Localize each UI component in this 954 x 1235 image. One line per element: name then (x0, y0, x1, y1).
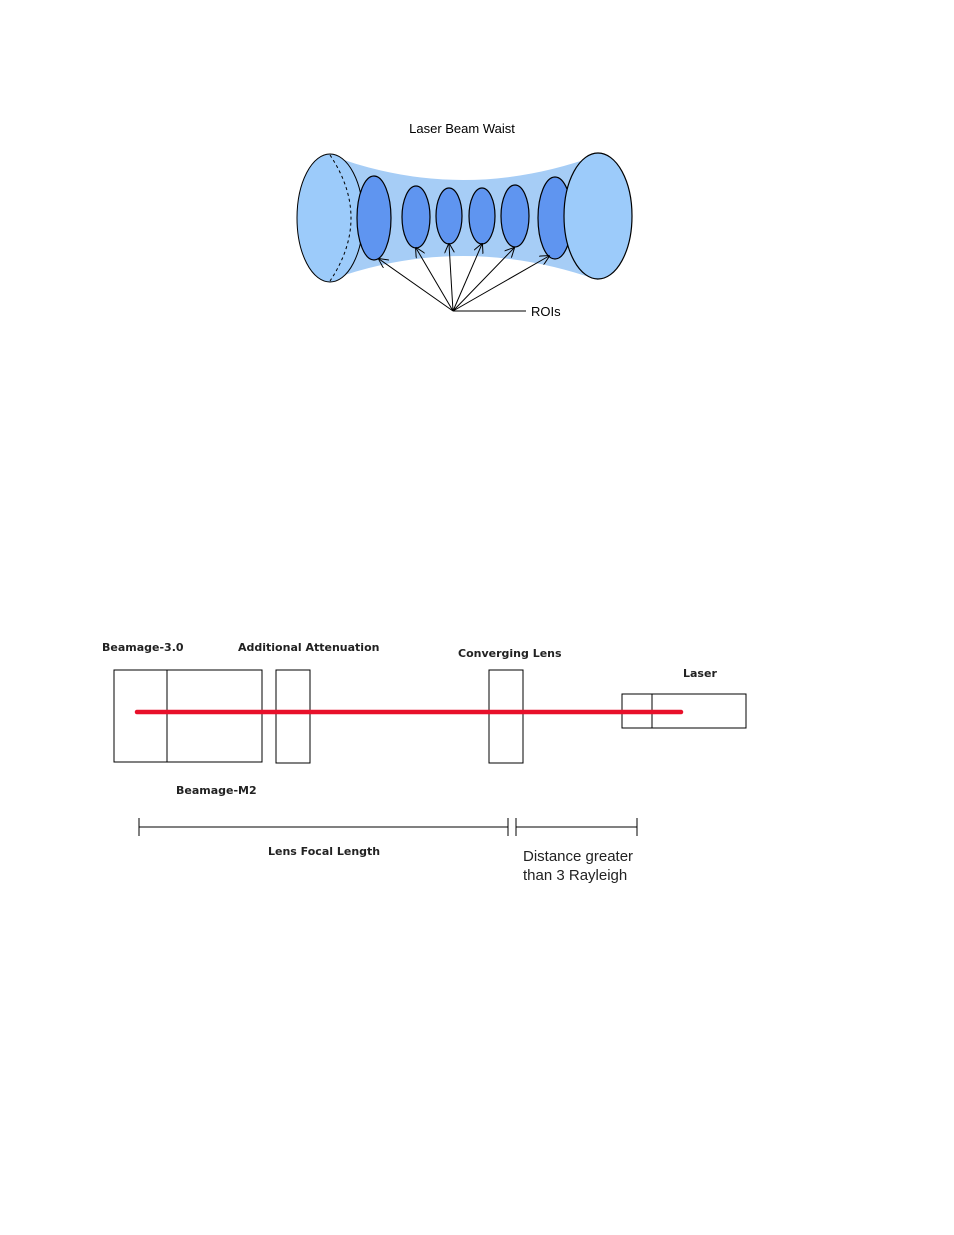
roi-arrow-6 (453, 256, 549, 311)
converging-lens-box (489, 670, 523, 763)
attenuation-box (276, 670, 310, 763)
rayleigh-distance-dimension (516, 818, 637, 836)
label-converging-lens: Converging Lens (458, 647, 562, 660)
label-lens-focal-length: Lens Focal Length (268, 845, 380, 858)
roi-arrow-2 (416, 248, 453, 311)
roi-ellipse-3 (436, 188, 462, 244)
waist-title: Laser Beam Waist (409, 121, 515, 136)
label-additional-attenuation: Additional Attenuation (238, 641, 379, 654)
label-beamage-30: Beamage-3.0 (102, 641, 184, 654)
roi-arrow-5 (453, 248, 514, 311)
label-distance-line2: than 3 Rayleigh (523, 867, 627, 884)
beam-waist-diagram: Laser Beam Waist ROIs (297, 121, 632, 319)
label-distance-line1: Distance greater (523, 848, 633, 865)
roi-ellipse-4 (469, 188, 495, 244)
roi-ellipse-2 (402, 186, 430, 248)
roi-ellipse-1 (357, 176, 391, 260)
beam-right-end (564, 153, 632, 279)
setup-diagram: Beamage-3.0 Additional Attenuation Conve… (102, 641, 746, 884)
focal-length-dimension (139, 818, 508, 836)
label-laser: Laser (683, 667, 717, 680)
roi-ellipse-5 (501, 185, 529, 247)
beamage-box (114, 670, 262, 762)
label-beamage-m2: Beamage-M2 (176, 784, 257, 797)
roi-arrow-1 (379, 259, 453, 311)
beam-left-end (297, 154, 363, 282)
roi-label: ROIs (531, 304, 561, 319)
